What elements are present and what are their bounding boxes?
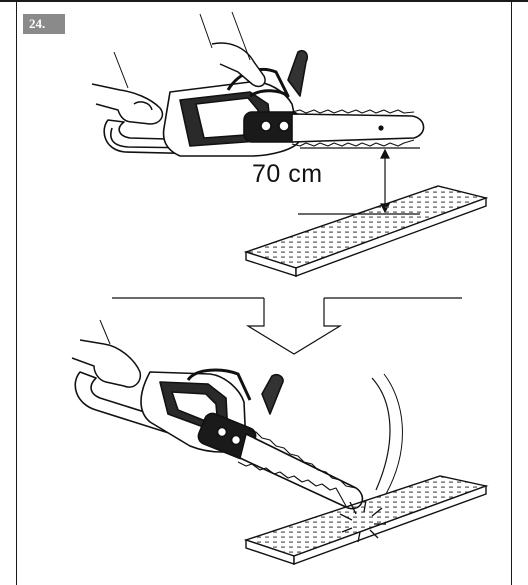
motion-arc-2	[383, 373, 403, 495]
motion-arc	[371, 377, 391, 491]
top-rule	[0, 0, 528, 2]
impact-burst-icon	[339, 499, 386, 543]
chainsaw-top	[103, 49, 425, 157]
wooden-board-top	[243, 185, 489, 278]
chainsaw-bottom	[74, 368, 364, 510]
wooden-board-bottom	[243, 475, 489, 566]
height-label: 70 cm	[252, 160, 323, 188]
left-rule	[16, 0, 17, 585]
step-number-badge: 24.	[23, 14, 65, 34]
hands-top	[91, 11, 266, 125]
right-rule	[511, 0, 512, 585]
hand-bottom	[71, 319, 142, 388]
transition-arrow	[112, 297, 462, 355]
